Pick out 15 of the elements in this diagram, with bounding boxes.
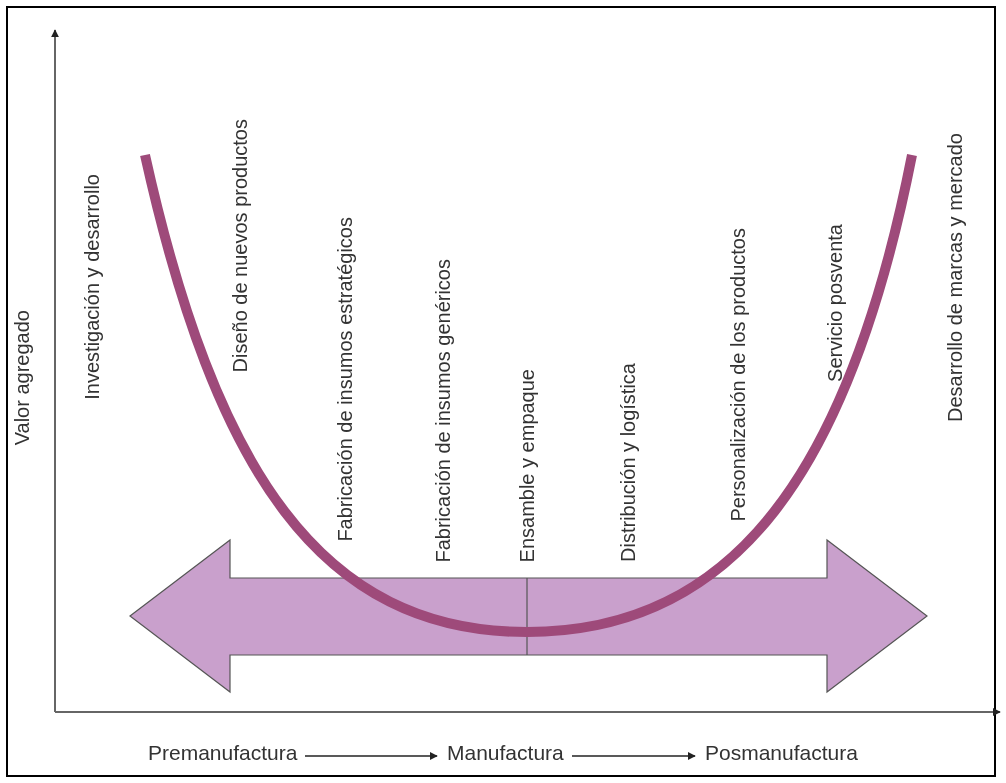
axis-title: Valor agregado xyxy=(10,309,34,445)
stage-label: Ensamble y empaque xyxy=(515,368,539,562)
phase-label: Manufactura xyxy=(447,740,564,766)
stage-label: Desarrollo de marcas y mercado xyxy=(943,133,967,422)
stage-label: Personalización de los productos xyxy=(726,228,750,522)
stage-label: Distribución y logística xyxy=(616,363,640,562)
arrow xyxy=(571,752,696,760)
stage-label: Fabricación de insumos genéricos xyxy=(431,258,455,562)
phase-label: Posmanufactura xyxy=(705,740,858,766)
stage-label: Investigación y desarrollo xyxy=(80,174,104,400)
stage-label: Servicio posventa xyxy=(823,224,847,382)
stage-label: Fabricación de insumos estratégicos xyxy=(333,217,357,542)
arrow xyxy=(304,752,438,760)
stage-label: Diseño de nuevos productos xyxy=(228,118,252,372)
phase-label: Premanufactura xyxy=(148,740,298,766)
